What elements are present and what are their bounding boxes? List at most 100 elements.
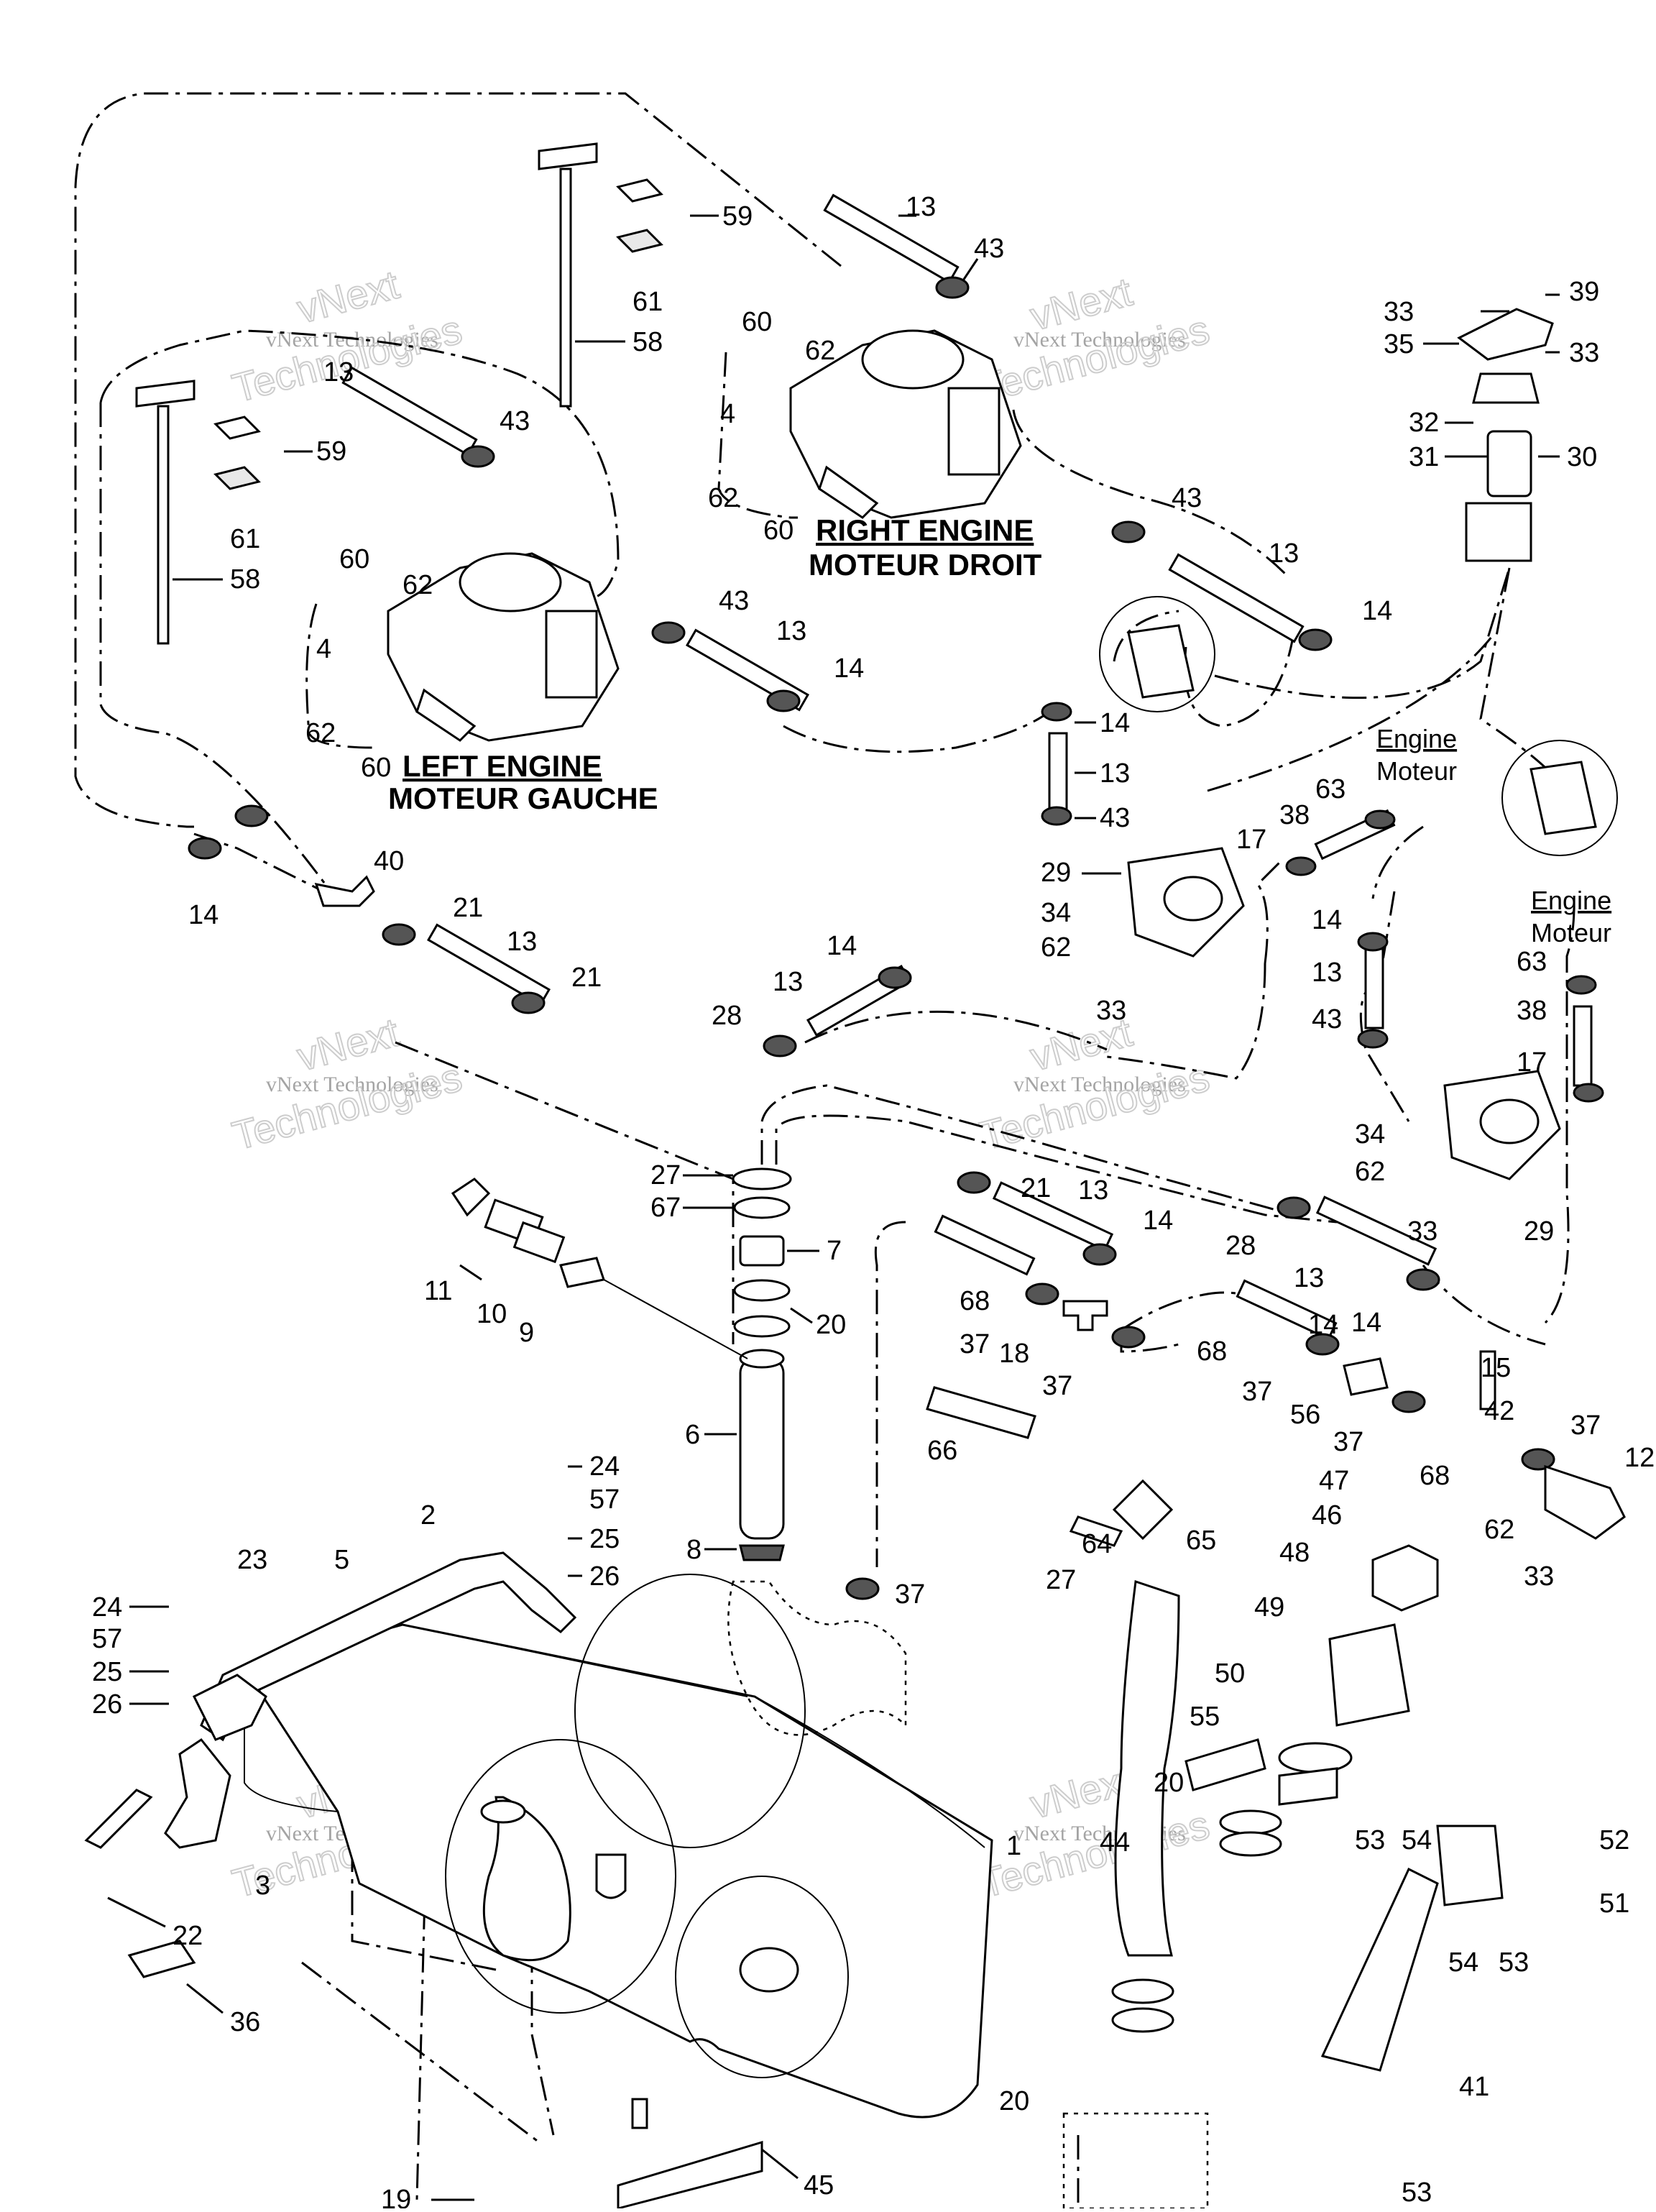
filler-neck-49 [1328,1623,1410,1727]
clamp-14 [878,966,912,989]
carb-pump-cover [947,387,1000,476]
clamp-28 [1276,1196,1311,1219]
clamp-20 [1219,1831,1282,1857]
callout-3: 3 [255,1871,270,1901]
carb-pump-cover [545,610,598,699]
clamp-37 [1111,1326,1146,1349]
clamps[interactable] [188,276,1604,2033]
callout-62: 62 [1355,1157,1385,1187]
handle-58 [135,380,196,408]
filler-hose-44 [1114,1579,1180,1957]
hoses[interactable] [341,193,1593,2072]
callout-43: 43 [719,586,749,616]
fitting-12 [1544,1464,1626,1540]
gasket-59 [213,466,261,490]
callout-31: 31 [1409,442,1439,472]
primer-rods[interactable] [135,142,663,645]
tank-inlet [482,1796,571,1962]
wire [603,1279,748,1359]
routing-line [717,352,798,519]
callout-62: 62 [402,570,433,600]
clamp-20 [1111,1978,1174,2004]
callout-13: 13 [1100,758,1130,789]
right-carburetor[interactable] [789,329,1022,519]
clamp-28 [763,1034,797,1057]
left-engine-heading-fr: MOTEUR GAUCHE [388,781,658,815]
callout-41: 41 [1459,2072,1489,2102]
fuel-tank[interactable] [242,1574,993,2119]
routing-line [804,1010,1108,1051]
fittings[interactable] [314,875,1626,1540]
routing-line [1479,567,1561,784]
hose-13 [686,628,809,712]
callout-37: 37 [1242,1377,1272,1407]
carb-lever [415,688,477,742]
routing-line [775,1114,1338,1224]
clamp-21 [382,923,416,946]
clamp-43 [1041,806,1072,826]
hose-13 [1364,947,1384,1029]
screw-22 [84,1789,153,1849]
callout-60: 60 [742,307,772,337]
handle-58 [538,142,598,170]
filler-neck-assembly[interactable] [1069,1350,1504,1906]
callout-66: 66 [927,1436,957,1466]
hose-68 [934,1214,1036,1276]
clamp-37 [1305,1333,1340,1356]
filter-31 [1486,430,1532,497]
callout-12: 12 [1624,1443,1655,1473]
gasket-55 [1278,1767,1338,1806]
callout-20: 20 [999,2086,1029,2116]
callout-56: 56 [1290,1400,1320,1430]
fuel-pumps[interactable] [1127,847,1561,1180]
strap-bracket-3 [164,1738,231,1849]
right-engine-heading: RIGHT ENGINE [816,513,1034,547]
routing-line [1256,861,1281,964]
pump-diaphragm [1163,876,1223,922]
callout-53: 53 [1355,1825,1385,1855]
callout-52: 52 [1599,1825,1629,1855]
clamp-37 [1392,1390,1426,1413]
clamp-20 [733,1315,791,1338]
watermark-big: Technologies [975,1054,1214,1158]
fuel-pickup-assembly[interactable] [732,1167,792,1561]
callout-61: 61 [632,287,663,317]
left-carburetor[interactable] [387,552,620,742]
callout-13: 13 [1269,538,1299,569]
clamp-14 [234,804,269,827]
callout-14: 14 [827,931,857,961]
routing-line [1214,567,1511,699]
callout-4: 4 [316,634,331,664]
callout-68: 68 [1197,1336,1227,1367]
callout-21: 21 [1021,1173,1051,1203]
routing-line [783,703,1058,753]
callout-62: 62 [1484,1515,1514,1545]
callout-63: 63 [1517,947,1547,977]
callout-59: 59 [316,436,346,467]
tank-straps[interactable] [84,1551,763,2210]
sender-connectors[interactable] [451,1178,748,1359]
routing-line [1544,905,1576,1324]
spring-66 [926,1386,1036,1439]
callout-20: 20 [1154,1768,1184,1798]
clamp-43 [1357,1029,1389,1049]
callout-5: 5 [334,1545,349,1575]
fuel-filter-assembly[interactable] [1099,308,1618,856]
grommet-8 [739,1544,785,1561]
engine-label-en: Engine [1531,886,1611,915]
callout-33: 33 [1407,1216,1438,1247]
carb-throat [861,329,965,390]
routing-line [1120,1330,1179,1353]
routing-line [1106,963,1266,1080]
callout-14: 14 [188,900,218,930]
bracket-35 [1457,308,1554,361]
callout-34: 34 [1041,898,1071,928]
gasket-59 [616,229,663,253]
callout-26: 26 [589,1561,620,1592]
callout-62: 62 [805,336,835,366]
callout-42: 42 [1484,1396,1514,1426]
strap-end [192,1674,267,1741]
callout-53: 53 [1402,2177,1432,2208]
clamp-17 [1573,1083,1604,1103]
